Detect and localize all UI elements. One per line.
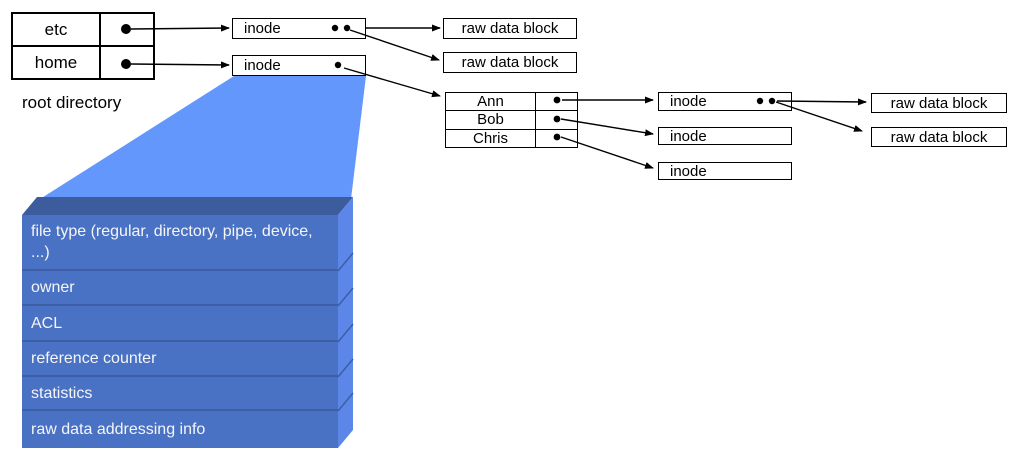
dir-entry-pointer-cell (101, 14, 153, 45)
inode-box-chris: inode (658, 162, 792, 180)
inode-detail-row-file-type: file type (regular, directory, pipe, dev… (22, 215, 338, 271)
inode-detail-row-owner: owner (22, 271, 338, 306)
inode-box-bob: inode (658, 127, 792, 145)
table-row: home (13, 47, 153, 78)
raw-data-block-2: raw data block (443, 52, 577, 73)
inode-detail-top-face (22, 197, 353, 215)
dir-entry-name: Chris (446, 129, 536, 147)
dir-entry-pointer-cell (101, 47, 153, 78)
table-row: Ann (446, 93, 577, 112)
raw-data-block-3: raw data block (871, 93, 1007, 113)
dir-entry-pointer-cell (536, 93, 577, 110)
inode-detail-row-reference-counter: reference counter (22, 342, 338, 377)
inode-detail-side-face (338, 197, 353, 448)
root-directory-table: etc home (11, 12, 155, 80)
inode-detail-side-dividers (337, 252, 354, 412)
dir-entry-name: home (13, 47, 101, 78)
inode-detail-box: file type (regular, directory, pipe, dev… (22, 215, 338, 448)
table-row: Chris (446, 129, 577, 147)
dir-entry-name: etc (13, 14, 101, 45)
root-directory-caption: root directory (22, 93, 122, 112)
inode-box-etc: inode (232, 18, 366, 39)
dir-entry-name: Bob (446, 111, 536, 129)
table-row: etc (13, 14, 153, 47)
inode-box-ann: inode (658, 92, 792, 111)
dir-entry-pointer-cell (536, 130, 577, 147)
inode-detail-row-statistics: statistics (22, 377, 338, 411)
table-row: Bob (446, 111, 577, 130)
raw-data-block-1: raw data block (443, 18, 577, 39)
inode-detail-row-acl: ACL (22, 306, 338, 342)
inode-box-home: inode (232, 55, 366, 76)
raw-data-block-4: raw data block (871, 127, 1007, 147)
dir-entry-name: Ann (446, 93, 536, 111)
inode-detail-row-raw-data-addressing: raw data addressing info (22, 411, 338, 448)
dir-entry-pointer-cell (536, 111, 577, 128)
user-directory-table: Ann Bob Chris (445, 92, 578, 148)
